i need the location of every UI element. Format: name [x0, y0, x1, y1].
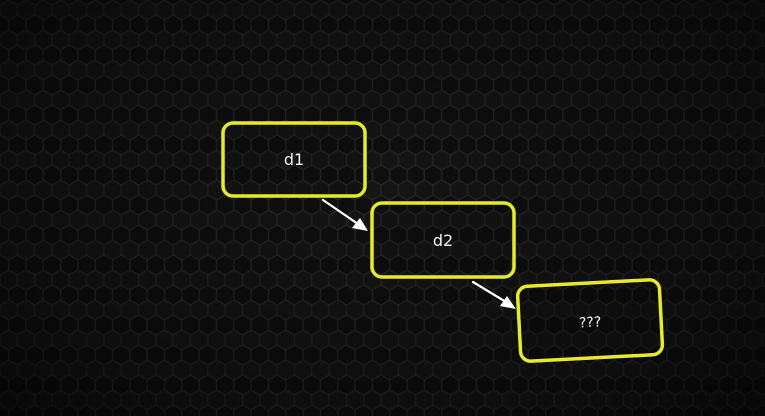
node-unknown-label: ??? — [579, 314, 602, 331]
node-d1-label: d1 — [284, 150, 304, 169]
edge-d2-unknown — [471, 280, 516, 309]
node-unknown-box — [515, 278, 665, 363]
node-d2-label: d2 — [433, 231, 453, 250]
edge-d2-unknown-line — [471, 280, 508, 304]
edge-d1-d2-line — [321, 198, 360, 226]
edge-d1-d2 — [321, 198, 368, 231]
node-d2: d2 — [370, 201, 516, 279]
edge-d2-unknown-arrowhead — [500, 296, 516, 309]
node-unknown: ??? — [515, 278, 665, 363]
node-d2-box — [370, 201, 516, 279]
edge-d1-d2-arrowhead — [352, 218, 368, 231]
node-d1-box — [221, 121, 367, 198]
node-d1: d1 — [221, 121, 367, 198]
